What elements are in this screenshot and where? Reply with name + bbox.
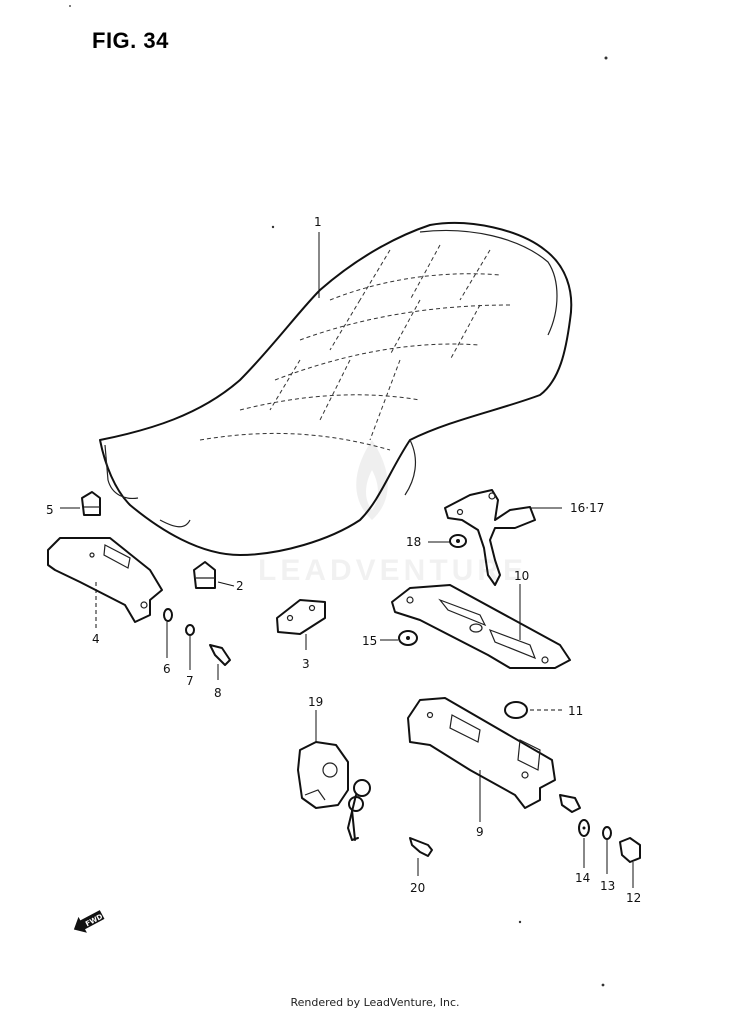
callout-5: 5 <box>46 503 54 517</box>
callout-8: 8 <box>214 686 222 700</box>
callout-19: 19 <box>308 695 323 709</box>
hinge-part-4 <box>47 537 163 623</box>
key-icon <box>348 796 364 841</box>
cushion-part-5 <box>81 491 101 516</box>
figure-title: FIG. 34 <box>92 28 169 53</box>
flame-logo-icon <box>356 440 388 520</box>
callout-1: 1 <box>314 215 322 229</box>
grommet-part-18 <box>449 534 467 548</box>
callout-9: 9 <box>476 825 484 839</box>
footer-credit: Rendered by LeadVenture, Inc. <box>290 996 460 1009</box>
lock-bracket-part-9 <box>407 697 556 809</box>
grommet-part-15 <box>398 630 418 646</box>
bolt-part-8 <box>209 644 231 666</box>
callout-3: 3 <box>302 657 310 671</box>
callout-6: 6 <box>163 662 171 676</box>
callout-2: 2 <box>236 579 244 593</box>
callout-13: 13 <box>600 879 615 893</box>
callout-14: 14 <box>575 871 590 885</box>
washer-part-13 <box>602 826 612 840</box>
callout-11: 11 <box>568 704 583 718</box>
cushion-part-11 <box>504 701 528 719</box>
seat-part-1 <box>99 222 573 556</box>
screw-part-20 <box>409 837 433 857</box>
watermark-text: LEADVENTURE <box>258 554 527 587</box>
cushion-part-2 <box>193 561 216 589</box>
bolt-part-12 <box>619 837 641 863</box>
callout-15: 15 <box>362 634 377 648</box>
lock-part-19 <box>297 741 371 841</box>
base-plate-part-10 <box>391 584 571 669</box>
washer-part-6 <box>163 608 173 622</box>
fwd-label: FWD <box>84 913 104 929</box>
scan-specks <box>69 5 608 987</box>
washer-part-14 <box>578 819 590 837</box>
callout-4: 4 <box>92 632 100 646</box>
callout-18: 18 <box>406 535 421 549</box>
callout-7: 7 <box>186 674 194 688</box>
callout-16-17: 16·17 <box>570 501 604 515</box>
washer-part-7 <box>185 624 195 636</box>
leader-lines <box>60 232 634 888</box>
callout-10: 10 <box>514 569 529 583</box>
fwd-arrow-icon: FWD <box>73 910 105 933</box>
callout-12: 12 <box>626 891 641 905</box>
bolt-assembly <box>559 794 581 813</box>
callout-20: 20 <box>410 881 425 895</box>
watermark: LEADVENTURE <box>258 440 527 587</box>
plate-part-3 <box>276 599 326 635</box>
callout-labels: 1 2 3 4 5 6 7 8 9 10 11 12 13 14 15 16·1… <box>46 215 641 905</box>
bracket-part-16-17 <box>444 489 536 586</box>
